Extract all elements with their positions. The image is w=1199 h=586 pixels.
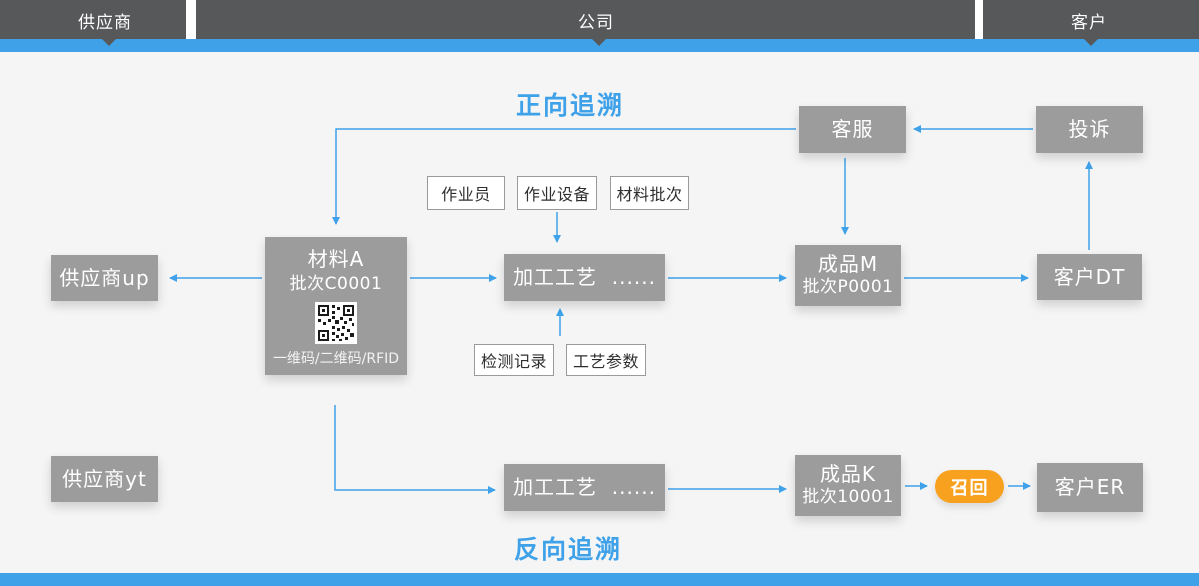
backward-trace-title: 反向追溯 bbox=[513, 535, 622, 564]
node-supplier-yt-label: 供应商yt bbox=[62, 466, 147, 491]
lane-company bbox=[196, 0, 975, 39]
tag-inspection-record-label: 检测记录 bbox=[480, 352, 547, 371]
lane-customer-label: 客户 bbox=[1071, 13, 1107, 33]
lane-customer bbox=[983, 0, 1199, 39]
node-complaint: 投诉 bbox=[1036, 106, 1143, 153]
node-customer-dt-label: 客户DT bbox=[1053, 264, 1126, 289]
node-process-2-label: 加工工艺 ...... bbox=[513, 475, 656, 499]
node-customer-service: 客服 bbox=[799, 106, 906, 153]
node-material-a-title: 材料A bbox=[307, 247, 365, 271]
node-product-k: 成品K 批次10001 bbox=[795, 455, 901, 516]
tag-inspection-record: 检测记录 bbox=[474, 344, 554, 376]
forward-trace-title: 正向追溯 bbox=[515, 91, 624, 120]
tag-operator-label: 作业员 bbox=[441, 185, 491, 204]
node-product-m-title: 成品M bbox=[817, 252, 879, 277]
node-material-a-caption: 一维码/二维码/RFID bbox=[272, 351, 400, 368]
node-customer-dt: 客户DT bbox=[1037, 254, 1142, 300]
node-customer-er-label: 客户ER bbox=[1054, 475, 1126, 499]
node-customer-service-label: 客服 bbox=[831, 117, 874, 141]
swimlane-header: 供应商 公司 客户 bbox=[0, 0, 1199, 39]
node-material-a: 材料A 批次C0001 一维码/二维码/RFID bbox=[265, 237, 407, 375]
lane-company-label: 公司 bbox=[578, 13, 614, 33]
lane-supplier-pointer-icon bbox=[102, 39, 116, 46]
tag-equipment: 作业设备 bbox=[517, 176, 597, 210]
lane-supplier-label: 供应商 bbox=[78, 13, 132, 33]
node-material-a-batch: 批次C0001 bbox=[289, 274, 383, 294]
tag-equipment-label: 作业设备 bbox=[523, 185, 590, 204]
node-product-k-title: 成品K bbox=[819, 462, 877, 487]
node-supplier-yt: 供应商yt bbox=[51, 456, 158, 502]
node-process-2: 加工工艺 ...... bbox=[504, 464, 665, 511]
node-customer-er: 客户ER bbox=[1037, 463, 1143, 512]
node-complaint-label: 投诉 bbox=[1068, 117, 1111, 141]
recall-badge: 召回 bbox=[935, 470, 1004, 503]
node-supplier-up-label: 供应商up bbox=[59, 265, 150, 290]
qr-code-icon bbox=[315, 302, 357, 345]
tag-process-params: 工艺参数 bbox=[566, 344, 646, 376]
node-product-m-batch: 批次P0001 bbox=[802, 277, 894, 298]
lane-supplier bbox=[0, 0, 186, 39]
tag-operator: 作业员 bbox=[427, 176, 505, 210]
node-supplier-up: 供应商up bbox=[51, 255, 158, 301]
tag-process-params-label: 工艺参数 bbox=[572, 352, 639, 371]
bottom-accent-bar bbox=[0, 573, 1199, 586]
node-product-m: 成品M 批次P0001 bbox=[795, 245, 901, 306]
node-product-k-batch: 批次10001 bbox=[802, 487, 894, 508]
tag-material-batch-label: 材料批次 bbox=[616, 185, 683, 204]
node-process-1-label: 加工工艺 ...... bbox=[513, 265, 656, 289]
recall-badge-label: 召回 bbox=[950, 477, 989, 499]
node-process-1: 加工工艺 ...... bbox=[504, 254, 665, 301]
tag-material-batch: 材料批次 bbox=[610, 176, 689, 210]
lane-customer-pointer-icon bbox=[1084, 39, 1098, 46]
lane-company-pointer-icon bbox=[592, 39, 606, 46]
